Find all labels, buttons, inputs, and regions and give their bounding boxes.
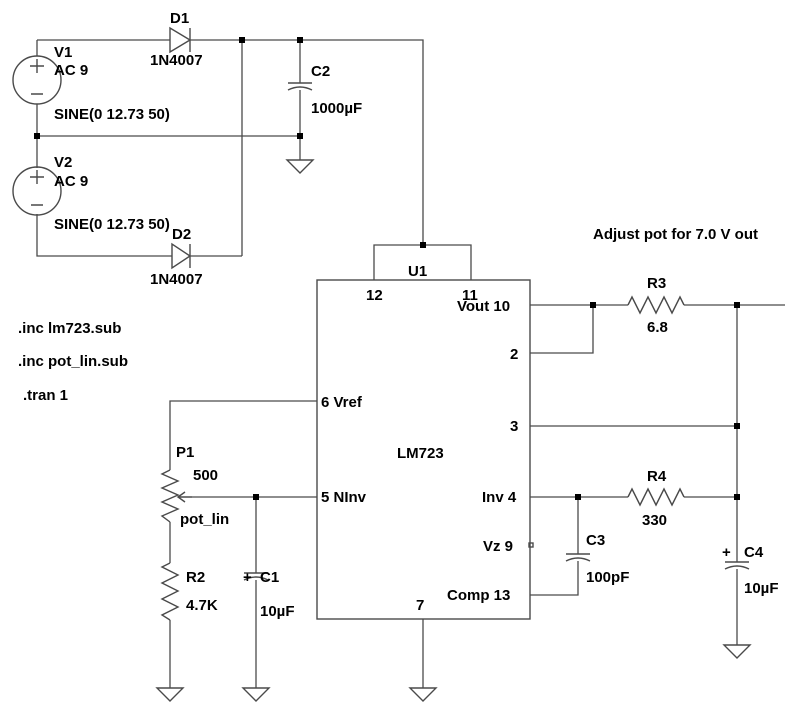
directive-inc-pot: .inc pot_lin.sub xyxy=(18,353,128,370)
resistor-r4 xyxy=(627,487,685,507)
junction xyxy=(734,423,740,429)
junctions xyxy=(34,37,740,500)
p1-value: 500 xyxy=(193,467,218,484)
ground-symbols xyxy=(155,159,752,702)
pin-3-label: 3 xyxy=(510,418,518,435)
v1-value: AC 9 xyxy=(54,62,88,79)
capacitor-c4 xyxy=(724,561,750,570)
u1-name: U1 xyxy=(408,263,427,280)
diode-d1 xyxy=(169,26,192,54)
wire-vref xyxy=(169,400,317,470)
v1-sine: SINE(0 12.73 50) xyxy=(54,106,170,123)
component-labels: V1 AC 9 SINE(0 12.73 50) V2 AC 9 SINE(0 … xyxy=(18,10,779,620)
d2-name: D2 xyxy=(172,226,191,243)
pin-12-label: 12 xyxy=(366,287,383,304)
c3-name: C3 xyxy=(586,532,605,549)
capacitor-c3 xyxy=(565,553,591,562)
wire-v1-d1 xyxy=(36,39,170,56)
r4-value: 330 xyxy=(642,512,667,529)
junction xyxy=(34,133,40,139)
junction xyxy=(734,494,740,500)
u1-value: LM723 xyxy=(397,445,444,462)
junction xyxy=(297,133,303,139)
pin-ninv-label: 5 NInv xyxy=(321,489,367,506)
wires xyxy=(36,39,785,688)
c1-name: C1 xyxy=(260,569,279,586)
p1-name: P1 xyxy=(176,444,194,461)
pot-note: Adjust pot for 7.0 V out xyxy=(593,226,758,243)
junction xyxy=(575,494,581,500)
r3-value: 6.8 xyxy=(647,319,668,336)
r2-value: 4.7K xyxy=(186,597,218,614)
directive-tran: .tran 1 xyxy=(23,387,68,404)
c1-value: 10µF xyxy=(260,603,295,620)
v2-sine: SINE(0 12.73 50) xyxy=(54,216,170,233)
pin-vout-label: Vout 10 xyxy=(457,298,510,315)
c4-value: 10µF xyxy=(744,580,779,597)
ic-u1-body xyxy=(316,279,531,620)
junction xyxy=(253,494,259,500)
c4-name: C4 xyxy=(744,544,764,561)
p1-model: pot_lin xyxy=(180,511,229,528)
pin-vz-marker xyxy=(528,542,534,548)
v2-name: V2 xyxy=(54,154,72,171)
u1-pin-labels: 12 11 Vout 10 2 6 Vref 3 5 NInv Inv 4 Vz… xyxy=(321,287,518,614)
junction xyxy=(734,302,740,308)
pin-7-label: 7 xyxy=(416,597,424,614)
ground-icon xyxy=(408,687,438,702)
junction xyxy=(420,242,426,248)
d1-name: D1 xyxy=(170,10,189,27)
ground-icon xyxy=(285,159,315,174)
directive-inc-lm723: .inc lm723.sub xyxy=(18,320,121,337)
v1-name: V1 xyxy=(54,44,72,61)
resistor-r2 xyxy=(160,562,180,621)
junction xyxy=(590,302,596,308)
r4-name: R4 xyxy=(647,468,667,485)
ground-icon xyxy=(155,687,185,702)
c1-plus: + xyxy=(243,569,252,586)
c2-value: 1000µF xyxy=(311,100,362,117)
c4-plus: + xyxy=(722,544,731,561)
wire-d1-rail xyxy=(190,39,424,245)
c3-value: 100pF xyxy=(586,569,629,586)
pin-11-label: 11 xyxy=(462,287,478,304)
r2-name: R2 xyxy=(186,569,205,586)
wire-c3-bottom xyxy=(530,561,579,596)
potentiometer-p1 xyxy=(160,469,192,523)
voltage-source-v2 xyxy=(12,166,62,216)
wire-v2-d2 xyxy=(36,214,172,257)
ground-icon xyxy=(722,644,752,659)
pin-vref-label: 6 Vref xyxy=(321,394,363,411)
ground-icon xyxy=(241,687,271,702)
d2-value: 1N4007 xyxy=(150,271,203,288)
pin-2-label: 2 xyxy=(510,346,518,363)
capacitor-c1 xyxy=(243,572,269,581)
voltage-source-v1 xyxy=(12,55,62,105)
junction xyxy=(239,37,245,43)
resistor-r3 xyxy=(627,295,685,315)
d1-value: 1N4007 xyxy=(150,52,203,69)
pin-comp-label: Comp 13 xyxy=(447,587,510,604)
r3-name: R3 xyxy=(647,275,666,292)
pin-inv-label: Inv 4 xyxy=(482,489,517,506)
diode-d2 xyxy=(171,242,192,270)
pin-vz-label: Vz 9 xyxy=(483,538,513,555)
c2-name: C2 xyxy=(311,63,330,80)
capacitor-c2 xyxy=(287,82,313,91)
v2-value: AC 9 xyxy=(54,173,88,190)
junction xyxy=(297,37,303,43)
wire-pin2 xyxy=(530,305,594,354)
